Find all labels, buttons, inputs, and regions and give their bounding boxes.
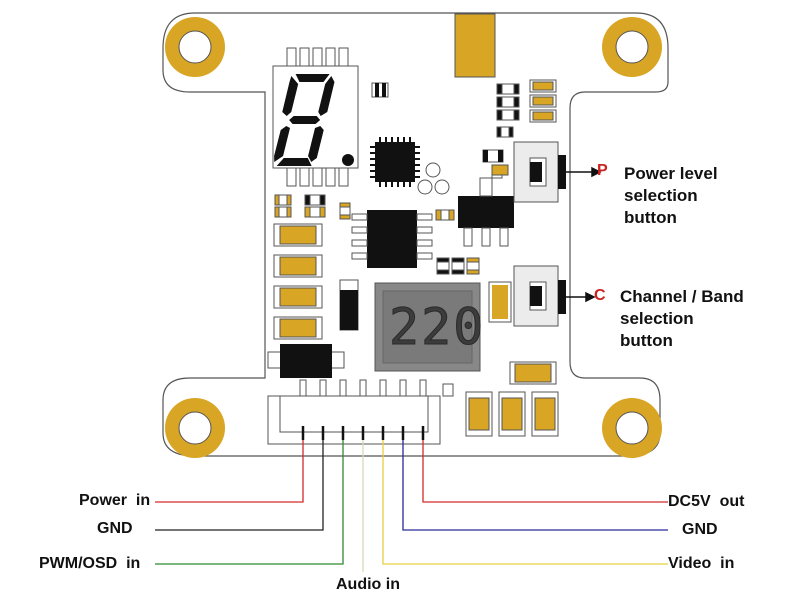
video-in-label: Video in [668,555,735,572]
mounting-hole-bottom-right [602,398,662,458]
wire-gnd-left [155,440,324,531]
antenna-pad [454,13,496,78]
inductor [374,282,481,372]
small-capacitors-center [435,209,480,275]
connector-header [267,379,441,445]
power-in-label: Power in [79,492,151,509]
wire-gnd-right [402,440,668,531]
power-level-button-label: Power level selection button [624,164,718,227]
pwm-osd-in-label: PWM/OSD in [39,555,141,572]
inductor-marking: 220 [388,298,486,357]
seven-segment-display [272,47,359,187]
gnd-right-label: GND [682,521,718,538]
capacitors-bottom-right [442,361,559,437]
channel-letter-c: C [594,287,606,304]
test-points [417,162,450,195]
large-capacitors-left [273,223,323,340]
mounting-hole-top-right [602,17,662,77]
seven-segment-value: 8 [300,92,301,93]
wires [155,440,668,572]
dc5v-out-label: DC5V out [668,493,745,510]
audio-in-label: Audio in [336,576,400,593]
mounting-hole-top-left [165,17,225,77]
power-letter-p: P [597,162,608,179]
gnd-left-label: GND [97,520,133,537]
channel-band-button [488,265,566,327]
button-pointers [566,166,602,303]
mounting-hole-bottom-left [165,398,225,458]
resistor-array [496,79,557,138]
wire-dc5v-out [422,440,668,503]
soic-chip [351,210,433,268]
mcu-chip [370,137,420,187]
wire-pwm-osd [155,440,344,565]
resistor-small [371,82,389,98]
wire-power-in [155,440,304,503]
voltage-regulator [458,149,514,247]
power-level-button [513,141,566,203]
wire-video [382,440,668,565]
diode [339,279,359,331]
power-mosfet [267,344,345,378]
small-capacitors-left [274,194,351,220]
channel-band-button-label: Channel / Band selection button [620,287,744,350]
